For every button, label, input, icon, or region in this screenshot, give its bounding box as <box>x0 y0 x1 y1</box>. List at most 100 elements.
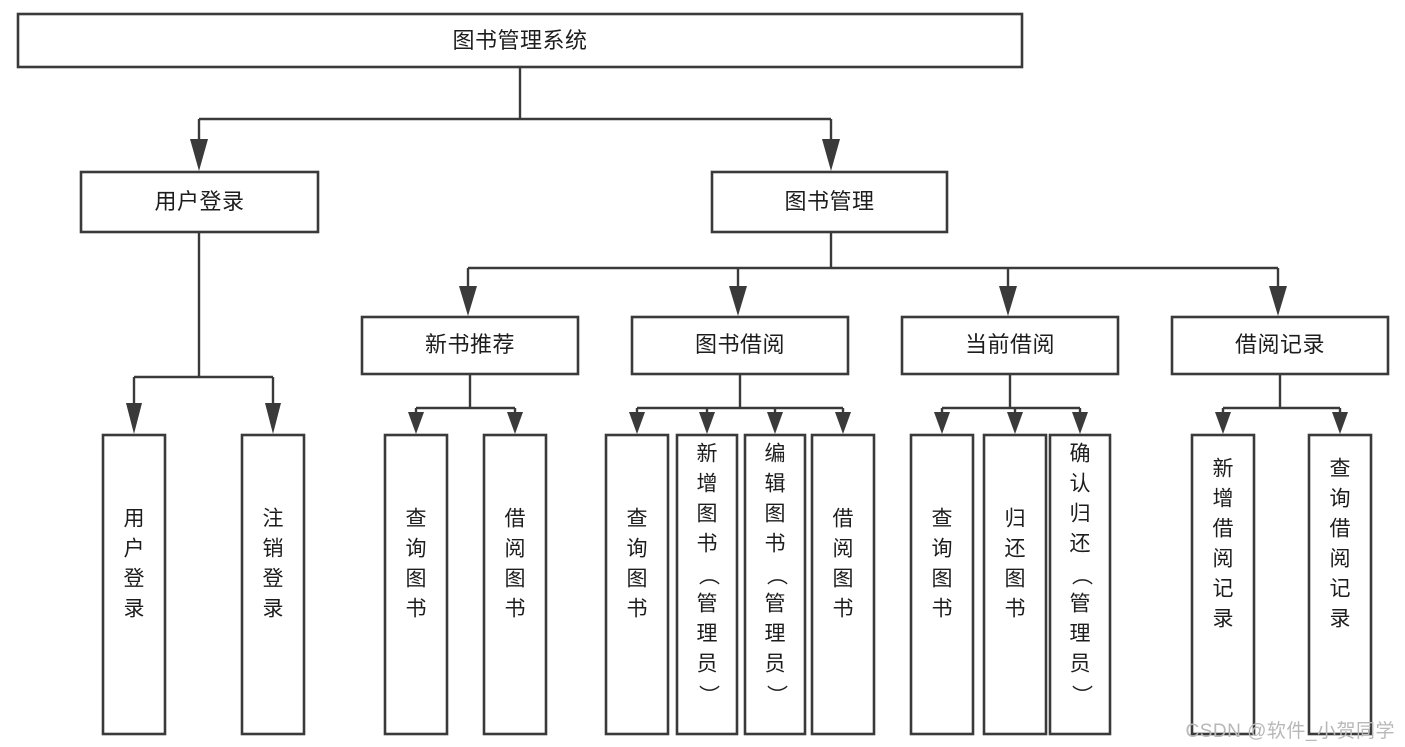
nodes-layer: 图书管理系统 用户登录 图书管理 新书推荐 图书借阅 当前 <box>16 12 1390 736</box>
svg-text:图: 图 <box>406 568 427 591</box>
node-current-borrow-label: 当前借阅 <box>965 332 1055 357</box>
svg-text:查: 查 <box>406 508 427 531</box>
csdn-watermark: CSDN @软件_小贺同学 <box>1185 721 1395 742</box>
svg-text:）: ） <box>1069 685 1092 706</box>
arrow-head-leaf-logout <box>265 403 281 434</box>
svg-text:书: 书 <box>833 598 854 621</box>
arrow-head-leaf-user-login <box>126 403 142 434</box>
svg-text:理: 理 <box>1070 623 1091 646</box>
node-book-borrow[interactable]: 图书借阅 <box>630 315 850 376</box>
arrow-head-leaf-add-book <box>699 412 715 434</box>
node-borrow-record[interactable]: 借阅记录 <box>1170 315 1390 376</box>
svg-text:销: 销 <box>263 538 284 561</box>
arrow-head-leaf-borrow-book-1 <box>507 412 523 434</box>
svg-text:户: 户 <box>124 538 145 561</box>
arrow-head-leaf-edit-book <box>767 412 783 434</box>
svg-text:书: 书 <box>406 598 427 621</box>
node-new-book-rec[interactable]: 新书推荐 <box>360 315 580 376</box>
svg-text:还: 还 <box>1070 533 1091 556</box>
svg-text:管: 管 <box>1070 593 1091 616</box>
node-leaf-user-login[interactable]: 用户登录 <box>101 433 167 736</box>
node-leaf-query-book-1-box[interactable] <box>383 433 449 736</box>
arrow-head-leaf-add-record <box>1215 412 1231 434</box>
node-leaf-logout-box[interactable] <box>240 433 306 736</box>
node-leaf-return-book-box[interactable] <box>982 433 1048 736</box>
node-leaf-query-book-3-box[interactable] <box>909 433 975 736</box>
arrow-head-borrow-record <box>1269 286 1287 316</box>
svg-text:图: 图 <box>932 568 953 591</box>
svg-text:用: 用 <box>124 508 145 531</box>
node-root-box[interactable] <box>16 12 1024 69</box>
node-leaf-edit-book-box[interactable] <box>743 433 807 736</box>
svg-text:管: 管 <box>697 593 718 616</box>
svg-text:）: ） <box>764 685 787 706</box>
svg-text:（: （ <box>1069 565 1092 586</box>
node-book-borrow-box[interactable] <box>630 315 850 376</box>
svg-text:登: 登 <box>124 568 145 591</box>
node-leaf-add-record-box[interactable] <box>1190 433 1256 736</box>
node-current-borrow[interactable]: 当前借阅 <box>900 315 1120 376</box>
svg-text:编: 编 <box>765 443 786 466</box>
arrow-head-leaf-query-book-2 <box>629 412 645 434</box>
svg-text:书: 书 <box>505 598 526 621</box>
node-leaf-borrow-book-2-box[interactable] <box>810 433 876 736</box>
arrow-head-current-borrow <box>999 286 1017 316</box>
svg-text:询: 询 <box>627 538 648 561</box>
node-root[interactable]: 图书管理系统 <box>16 12 1024 69</box>
svg-text:确: 确 <box>1070 443 1091 466</box>
node-book-manage-box[interactable] <box>710 170 949 234</box>
node-leaf-query-record-box[interactable] <box>1307 433 1373 736</box>
node-leaf-confirm-return-box[interactable] <box>1048 433 1112 736</box>
svg-text:书: 书 <box>697 533 718 556</box>
svg-text:图: 图 <box>505 568 526 591</box>
svg-text:登: 登 <box>263 568 284 591</box>
svg-text:员: 员 <box>1070 653 1091 676</box>
node-leaf-user-login-box[interactable] <box>101 433 167 736</box>
svg-text:理: 理 <box>765 623 786 646</box>
node-leaf-add-book-box[interactable] <box>675 433 739 736</box>
svg-text:新: 新 <box>1213 458 1234 481</box>
node-book-manage-label: 图书管理 <box>784 189 874 214</box>
node-root-label: 图书管理系统 <box>452 28 587 53</box>
node-user-login-label: 用户登录 <box>154 189 244 214</box>
svg-text:）: ） <box>696 685 719 706</box>
svg-text:注: 注 <box>263 508 284 531</box>
node-user-login-box[interactable] <box>79 170 320 234</box>
node-book-manage[interactable]: 图书管理 <box>710 170 949 234</box>
svg-text:阅: 阅 <box>1213 548 1234 571</box>
node-current-borrow-box[interactable] <box>900 315 1120 376</box>
node-leaf-borrow-book-1-box[interactable] <box>482 433 548 736</box>
node-borrow-record-box[interactable] <box>1170 315 1390 376</box>
svg-text:查: 查 <box>1330 458 1351 481</box>
node-user-login[interactable]: 用户登录 <box>79 170 320 234</box>
svg-text:阅: 阅 <box>505 538 526 561</box>
svg-text:归: 归 <box>1005 508 1026 531</box>
node-new-book-rec-box[interactable] <box>360 315 580 376</box>
svg-text:记: 记 <box>1330 578 1351 601</box>
arrow-head-leaf-borrow-book-2 <box>835 412 851 434</box>
svg-text:询: 询 <box>406 538 427 561</box>
svg-text:归: 归 <box>1070 503 1091 526</box>
svg-text:（: （ <box>696 565 719 586</box>
svg-text:理: 理 <box>697 623 718 646</box>
svg-text:录: 录 <box>1330 608 1351 631</box>
node-leaf-query-book-2-box[interactable] <box>604 433 670 736</box>
